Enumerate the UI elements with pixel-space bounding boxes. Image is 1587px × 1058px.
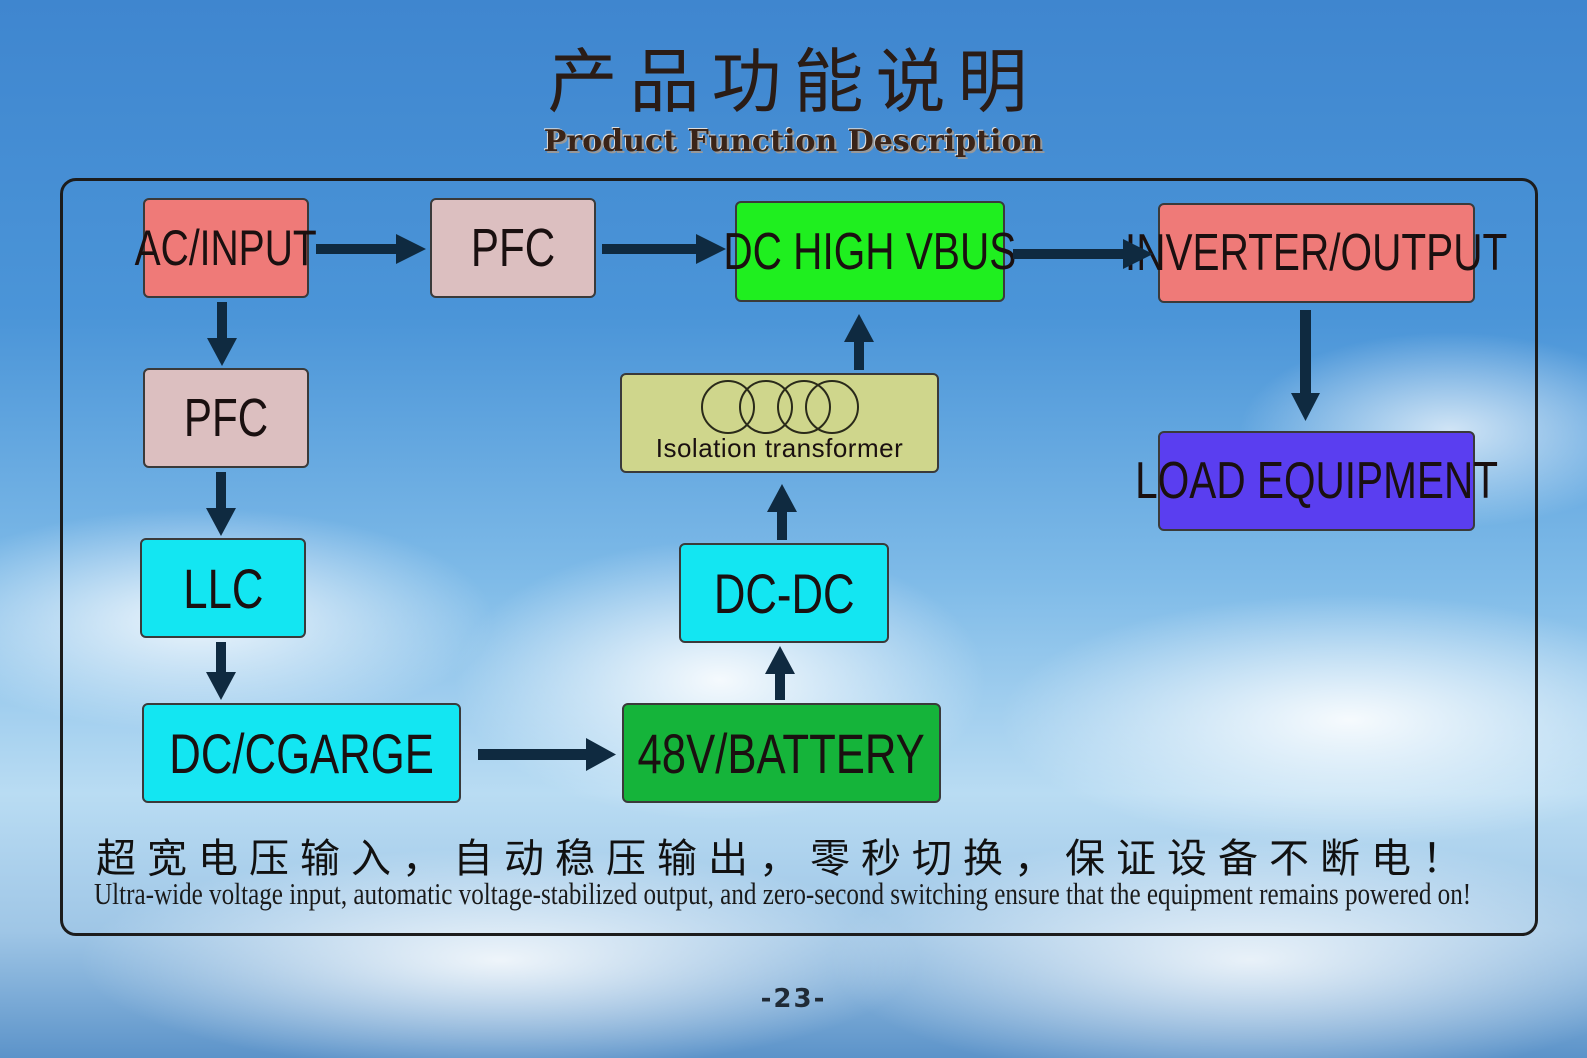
slogan-chinese: 超宽电压输入，自动稳压输出，零秒切换，保证设备不断电！ [96, 836, 1473, 882]
node-48v-battery: 48V/BATTERY [622, 703, 941, 803]
node-label: AC/INPUT [134, 220, 318, 276]
node-llc: LLC [140, 538, 306, 638]
page-number: -23- [760, 984, 827, 1014]
node-label: PFC [470, 218, 556, 278]
node-label: INVERTER/OUTPUT [1125, 224, 1508, 282]
title-english: Product Function Description [543, 124, 1044, 159]
node-load-equipment: LOAD EQUIPMENT [1135, 431, 1498, 531]
title-chinese: 产品功能说明 [547, 41, 1040, 123]
node-label: DC/CGARGE [169, 721, 434, 785]
transformer-coils-icon [700, 380, 859, 434]
node-label: DC HIGH VBUS [723, 222, 1017, 281]
node-label: DC-DC [713, 561, 855, 625]
node-label: LLC [182, 556, 264, 620]
node-inverter-output: INVERTER/OUTPUT [1125, 203, 1508, 303]
node-pfc-top: PFC [430, 198, 596, 298]
node-dc-charge: DC/CGARGE [142, 703, 461, 803]
node-label: LOAD EQUIPMENT [1135, 452, 1498, 510]
node-label: 48V/BATTERY [637, 721, 926, 785]
node-label: Isolation transformer [655, 433, 904, 463]
node-ac-input: AC/INPUT [135, 198, 317, 298]
node-dc-dc: DC-DC [679, 543, 889, 643]
node-label: PFC [183, 388, 269, 448]
slogan-english: Ultra-wide voltage input, automatic volt… [94, 876, 1472, 911]
diagram-frame [60, 178, 1538, 936]
node-dc-high-vbus: DC HIGH VBUS [724, 201, 1016, 302]
node-isolation-transformer: Isolation transformer [620, 373, 939, 473]
node-pfc-left: PFC [143, 368, 309, 468]
